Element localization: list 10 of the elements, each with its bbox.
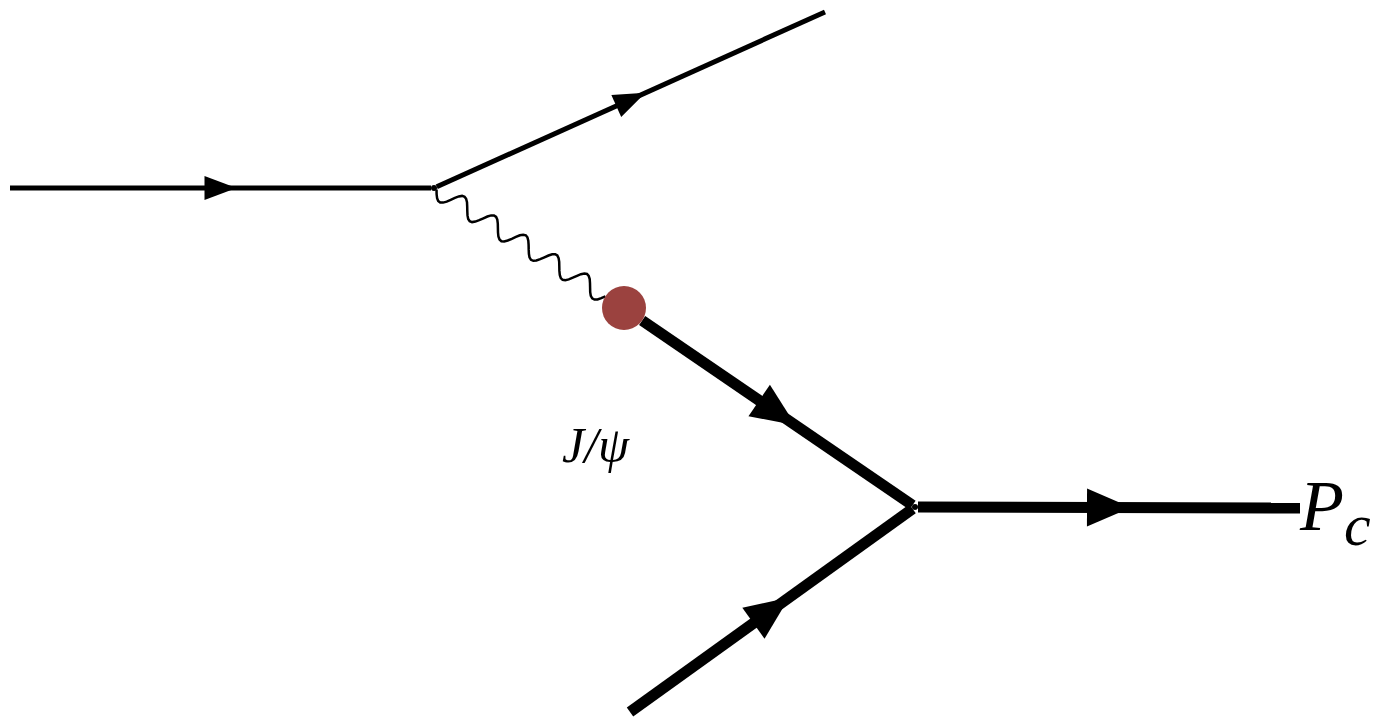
arrow-line — [435, 9, 827, 190]
particle-label: P$_{c}$ — [1300, 470, 1371, 556]
blob-circle — [602, 286, 646, 330]
arrow-line — [10, 176, 431, 200]
arrow-line — [626, 504, 916, 717]
vertex-dot — [431, 185, 437, 191]
vertex-dot — [912, 504, 918, 510]
wavy-line — [435, 189, 606, 301]
arrow-line — [639, 315, 916, 510]
arrow-line — [918, 488, 1300, 527]
